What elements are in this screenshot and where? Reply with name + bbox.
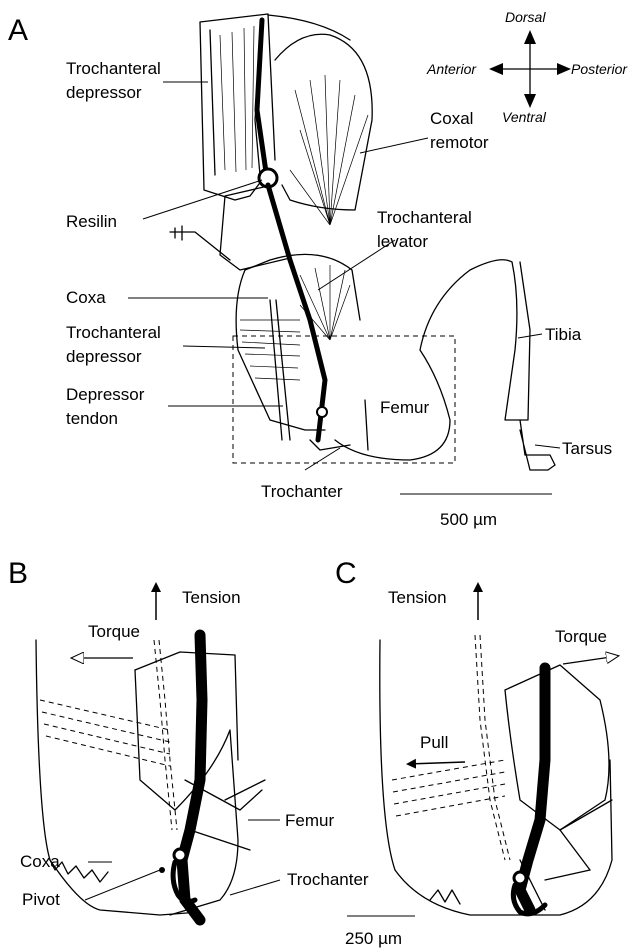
scale-bar-a-label: 500 µm — [440, 510, 497, 529]
label-depressor-tendon-2: tendon — [66, 409, 118, 428]
leader-pivot — [85, 870, 160, 900]
panel-b: B — [8, 557, 369, 920]
joint-illustration-c — [380, 635, 612, 915]
label-trochanteral-depressor-mid-2: depressor — [66, 347, 142, 366]
label-trochanteral-levator-1: Trochanteral — [377, 208, 472, 227]
leader-trochanteral-depressor-mid — [183, 346, 265, 348]
leader-coxal-remotor — [360, 138, 428, 153]
panel-a: A Dorsal Ventral Anterior Posterior — [8, 9, 628, 529]
compass-posterior: Posterior — [571, 61, 628, 77]
label-tension-c: Tension — [388, 588, 447, 607]
label-coxal-remotor-2: remotor — [430, 133, 489, 152]
leg-illustration-a — [170, 14, 555, 470]
compass-anterior: Anterior — [426, 61, 477, 77]
label-trochanter-a: Trochanter — [261, 482, 343, 501]
label-depressor-tendon-1: Depressor — [66, 385, 145, 404]
compass-ventral: Ventral — [502, 109, 547, 125]
label-pull: Pull — [420, 733, 448, 752]
joint-illustration-b — [36, 635, 265, 920]
leader-resilin — [143, 180, 262, 219]
leader-tarsus — [535, 445, 560, 448]
panel-c-letter: C — [335, 557, 357, 590]
label-coxa-b: Coxa — [20, 852, 60, 871]
orientation-compass: Dorsal Ventral Anterior Posterior — [426, 9, 628, 125]
label-resilin: Resilin — [66, 212, 117, 231]
label-coxal-remotor-1: Coxal — [430, 109, 473, 128]
label-tibia: Tibia — [545, 325, 582, 344]
compass-dorsal: Dorsal — [505, 9, 546, 25]
pull-arrow-c — [408, 762, 465, 764]
leader-trochanter — [305, 448, 340, 470]
label-tarsus: Tarsus — [562, 439, 612, 458]
label-trochanteral-levator-2: levator — [377, 232, 428, 251]
label-coxa-a: Coxa — [66, 288, 106, 307]
scale-bar-c-label: 250 µm — [345, 929, 402, 948]
panel-b-letter: B — [8, 557, 28, 590]
label-femur-b: Femur — [285, 811, 334, 830]
label-trochanteral-depressor-top-1: Trochanteral — [66, 59, 161, 78]
label-torque-c: Torque — [555, 627, 607, 646]
label-trochanteral-depressor-top-2: depressor — [66, 83, 142, 102]
label-femur-a: Femur — [380, 398, 429, 417]
leader-trochanter-b — [230, 880, 280, 895]
label-trochanter-b: Trochanter — [287, 870, 369, 889]
label-trochanteral-depressor-mid-1: Trochanteral — [66, 323, 161, 342]
label-tension-b: Tension — [182, 588, 241, 607]
depressor-muscle-b — [40, 700, 170, 766]
label-torque-b: Torque — [88, 622, 140, 641]
panel-c: C — [335, 557, 618, 948]
torque-arrow-c — [563, 656, 618, 664]
label-pivot: Pivot — [22, 890, 60, 909]
panel-a-letter: A — [8, 14, 28, 47]
